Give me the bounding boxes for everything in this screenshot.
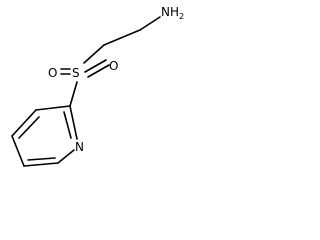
nh2-label: NH2 (161, 5, 184, 21)
oxygen-left-label: O (48, 66, 57, 80)
bond-s-o-right-b (87, 64, 110, 78)
bond-c1-c2 (103, 29, 141, 46)
bond-s-c2py (69, 81, 78, 107)
molecule-drawing: NH2 S O O N (11, 5, 184, 167)
sulfur-label: S (72, 66, 80, 80)
bond-c4-c5 (11, 135, 25, 167)
structure-canvas: NH2 S O O N (0, 0, 186, 185)
pyridine-nitrogen-label: N (75, 140, 84, 154)
bond-n-c2 (69, 105, 78, 140)
bond-c6-n (57, 149, 75, 164)
bond-s-o-right-a (84, 59, 107, 73)
bond-c2-s (83, 44, 105, 64)
bond-c3-c4 (11, 109, 37, 137)
inner-bond-c5-c6 (27, 157, 56, 161)
bond-n-c1 (139, 16, 161, 31)
bond-c5-c6 (23, 162, 59, 167)
bond-c2-c3 (35, 105, 71, 111)
inner-bond-c3-c4 (18, 116, 40, 139)
inner-bond-c2-n (63, 111, 72, 139)
oxygen-right-label: O (109, 59, 118, 73)
